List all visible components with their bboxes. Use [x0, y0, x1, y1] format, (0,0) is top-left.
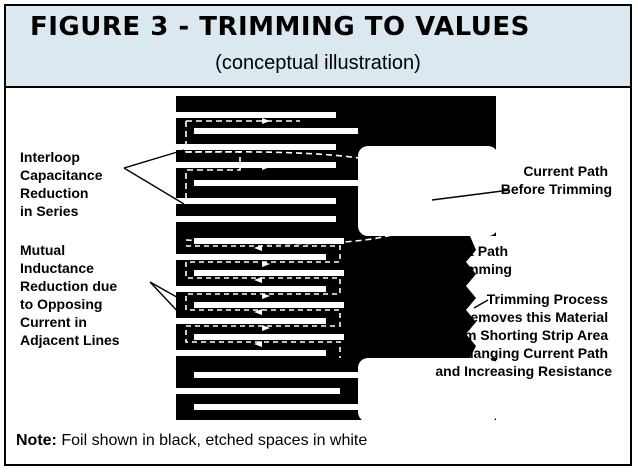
label-current-after: Current Path After Trimming: [412, 243, 512, 277]
figure-subtitle: (conceptual illustration): [215, 52, 421, 74]
note-prefix: Note:: [16, 432, 57, 449]
label-interloop: Interloop Capacitance Reduction in Serie…: [20, 149, 106, 219]
current-arrows: [254, 118, 270, 347]
note-text: Foil shown in black, etched spaces in wh…: [56, 432, 368, 449]
current-path-before: [185, 120, 431, 245]
figure-header: FIGURE 3 - TRIMMING TO VALUES (conceptua…: [6, 6, 630, 88]
label-current-before: Current Path Before Trimming: [501, 163, 612, 197]
label-mutual-inductance: Mutual Inductance Reduction due to Oppos…: [20, 242, 121, 348]
figure-title: FIGURE 3 - TRIMMING TO VALUES: [30, 12, 530, 42]
etched-gaps: [176, 112, 498, 422]
trimmed-area: [466, 236, 498, 358]
leader-lines: [123, 149, 511, 317]
label-trimming-process: Trimming Process Removes this Material f…: [435, 291, 612, 379]
figure-note: Note: Foil shown in black, etched spaces…: [16, 432, 367, 450]
